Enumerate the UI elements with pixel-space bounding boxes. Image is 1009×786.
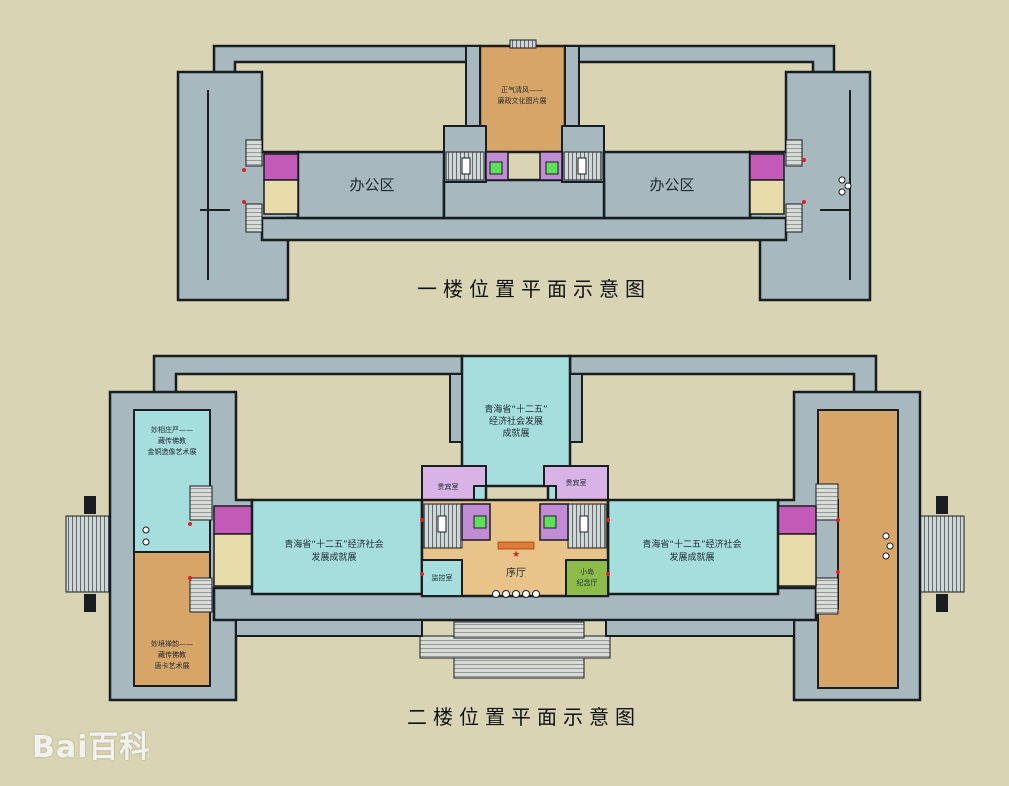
baidu-watermark: Bai百科 [32, 730, 151, 765]
floor2-monitor-room [421, 559, 463, 597]
floor1-office-right [602, 150, 752, 220]
floor2-west-top-label-2: 藏传佛教 [158, 436, 186, 445]
floor2-vip-left-label: 贵宾室 [438, 482, 459, 491]
floor2-west-bottom-exhibit [133, 551, 211, 687]
floor2-lobby-label: 序厅 [506, 566, 526, 579]
star-icon: ★ [512, 550, 520, 560]
floor1-office-right-label: 办公区 [649, 176, 694, 194]
floor1-title: 一楼位置平面示意图 [417, 277, 651, 301]
floor2-west-top-label-3: 金铜造像艺术展 [148, 447, 197, 456]
floor2-hall-left-label-1: 青海省“十二五”经济社会 [284, 538, 383, 550]
floor2-monitor-room-label: 监控室 [432, 573, 453, 582]
floor1-exhibit-label-2: 廉政文化图片展 [498, 96, 547, 105]
floor2-exhibit-hall-right [606, 498, 780, 596]
floor1-office-left [296, 150, 446, 220]
floor2-hall-right-label-2: 发展成就展 [669, 551, 714, 563]
floor1-office-left-label: 办公区 [349, 176, 394, 194]
floor2-hall-right-label-1: 青海省“十二五”经济社会 [642, 538, 741, 550]
floor1-exhibit-label-1: 正气清风—— [501, 85, 543, 94]
floor2-top-exhibit-label-3: 成就展 [502, 427, 529, 439]
floor2-west-bottom-label-2: 藏传佛教 [158, 650, 186, 659]
floor1-plan: 正气清风—— 廉政文化图片展 办公区 办公区 一楼位置平面示意图 [176, 39, 872, 302]
floor2-title: 二楼位置平面示意图 [407, 705, 641, 729]
floor2-plan: ★ 青海省“十二五” 经济社会发展 成就展 青海省“十二五”经济社会 发展成就展… [65, 354, 965, 729]
floor2-top-exhibit-label-2: 经济社会发展 [489, 415, 543, 427]
floor2-west-bottom-label-1: 妙境禅韵—— [151, 639, 193, 648]
floor1-exhibit-room [478, 44, 567, 154]
floor2-memorial-hall [565, 559, 609, 597]
floor2-top-exhibit-label-1: 青海省“十二五” [484, 403, 547, 415]
floor1-main-corridor [260, 216, 788, 242]
floor2-memorial-label-2: 纪念厅 [577, 578, 598, 587]
floor2-hall-left-label-2: 发展成就展 [311, 551, 356, 563]
floor2-memorial-label-1: 小岛 [580, 567, 594, 576]
floor2-exhibit-hall-left [250, 498, 424, 596]
floor2-vip-right-label: 贵宾室 [566, 478, 587, 487]
floor2-west-bottom-label-3: 唐卡艺术展 [155, 661, 190, 670]
floor2-west-top-label-1: 妙相庄严—— [151, 425, 193, 434]
